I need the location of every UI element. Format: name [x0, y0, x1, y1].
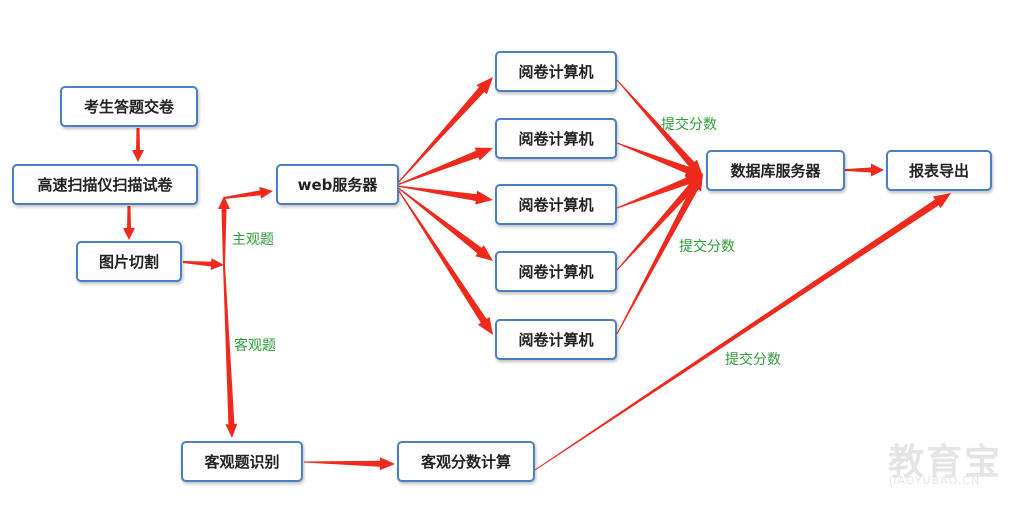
node-scanner: 高速扫描仪扫描试卷	[12, 164, 198, 205]
arrow-cut-to-branch	[182, 258, 224, 270]
node-grader-2: 阅卷计算机	[495, 118, 617, 159]
arrow-db-to-report	[845, 163, 884, 177]
node-objective-score: 客观分数计算	[397, 441, 535, 482]
arrow-branch-to-objective	[223, 265, 238, 438]
arrow-web-to-grader-4	[396, 186, 493, 261]
label-objective: 客观题	[234, 338, 276, 354]
node-objective-recognition: 客观题识别	[181, 441, 303, 482]
node-web-server: web服务器	[276, 164, 399, 205]
arrow-branch-to-subjective	[218, 196, 230, 265]
arrow-score-to-report	[534, 193, 951, 471]
label-submit-score-1: 提交分数	[661, 117, 717, 133]
arrow-recognition-to-score	[304, 457, 395, 471]
arrow-scanner-to-cut	[123, 206, 135, 240]
arrow-web-to-grader-5	[396, 187, 493, 335]
arrow-web-to-grader-3	[396, 185, 493, 205]
node-exam-submit: 考生答题交卷	[60, 86, 198, 127]
watermark-url: JIAOYUBAO.CN	[889, 474, 981, 487]
node-grader-3: 阅卷计算机	[495, 184, 617, 225]
arrow-grader-5-to-db	[616, 173, 703, 335]
arrow-web-to-grader-2	[396, 147, 493, 186]
arrow-grader-2-to-db	[616, 142, 703, 177]
arrow-grader-1-to-db	[616, 79, 703, 177]
arrow-subjective-to-web	[223, 186, 273, 199]
arrow-submit-to-scanner	[132, 128, 144, 162]
node-image-cut: 图片切割	[76, 241, 182, 282]
label-submit-score-3: 提交分数	[725, 352, 781, 368]
arrow-grader-4-to-db	[616, 174, 703, 271]
node-grader-4: 阅卷计算机	[495, 251, 617, 292]
label-subjective: 主观题	[232, 232, 274, 248]
watermark-logo: 教育宝	[888, 442, 1003, 483]
node-grader-1: 阅卷计算机	[495, 51, 617, 92]
node-grader-5: 阅卷计算机	[495, 319, 617, 360]
arrow-grader-3-to-db	[616, 174, 703, 209]
node-db-server: 数据库服务器	[706, 150, 845, 191]
node-report-export: 报表导出	[886, 150, 992, 191]
label-submit-score-2: 提交分数	[679, 239, 735, 255]
arrow-web-to-grader-1	[396, 77, 493, 185]
